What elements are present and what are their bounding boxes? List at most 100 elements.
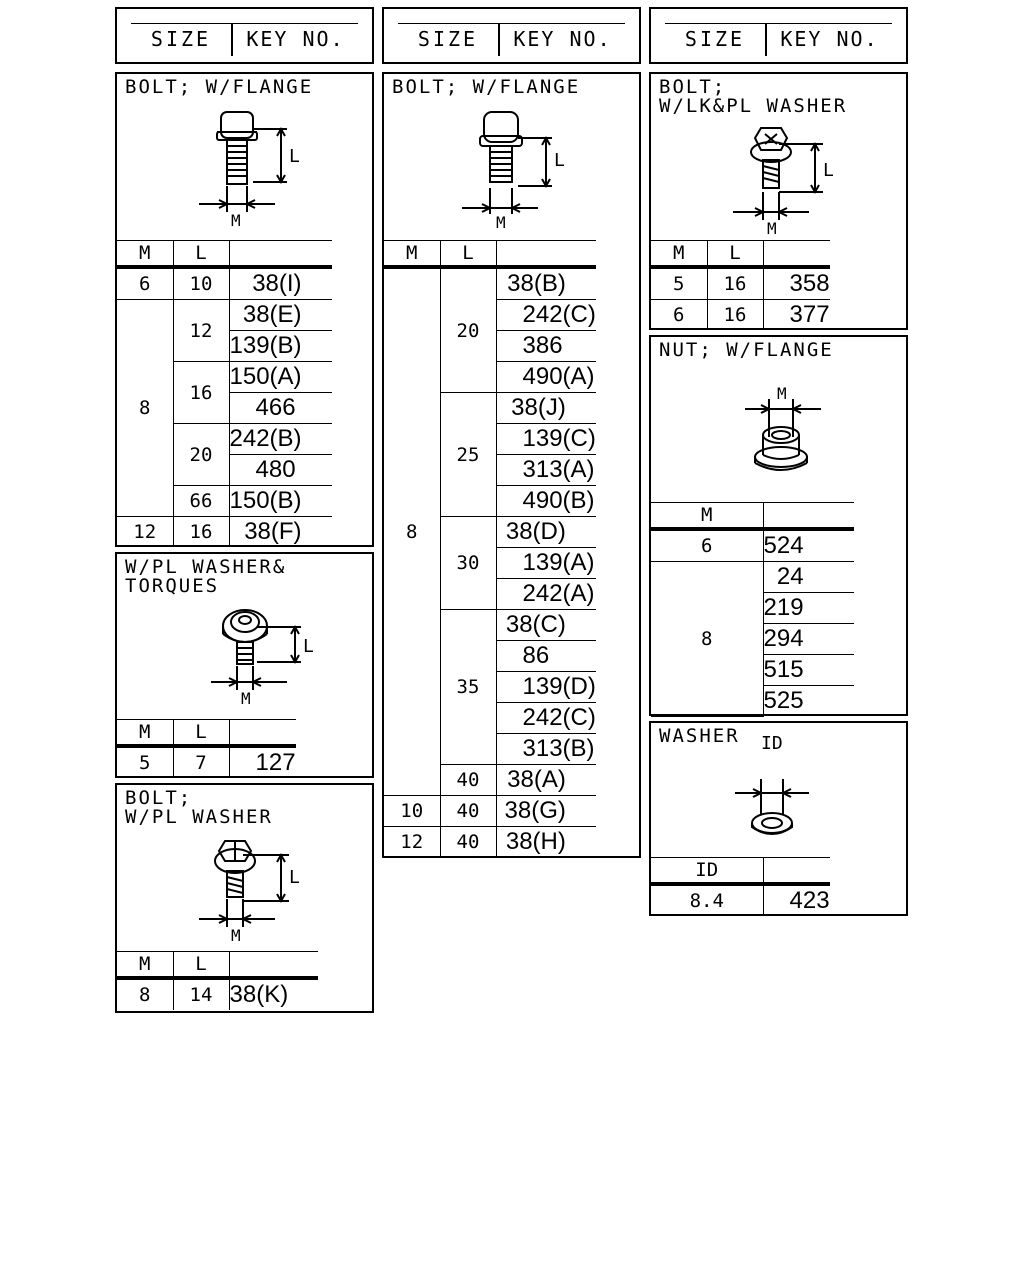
table-header-row: M (651, 502, 854, 531)
table-row: 139(D) (384, 671, 596, 703)
bolt-washer-torques-table: M L 5 7 127 (117, 719, 296, 778)
header-col-3: SIZE KEY NO. (649, 7, 908, 64)
cell-m: 5 (117, 745, 174, 778)
cell-l: 16 (706, 266, 764, 300)
panel-bolt-lk-washer: BOLT; W/LK&PL WASHER L M M L 5 (649, 72, 908, 330)
cell-l: 25 (440, 392, 497, 517)
cell-key: 127 (228, 745, 296, 778)
cell-id: 8.4 (651, 883, 764, 916)
cell-m: 8 (117, 977, 174, 1010)
cell-l: 16 (173, 361, 230, 424)
cell-key: 480 (229, 454, 332, 486)
bolt-lk-washer-table: M L 5 16 358 6 16 377 (651, 240, 830, 330)
table-row: 5 16 358 (651, 266, 830, 300)
table-row: 242(C) (384, 299, 596, 331)
table-row: 139(C) (384, 423, 596, 455)
cell-l: 40 (440, 764, 497, 796)
table-row: 5 7 127 (117, 745, 296, 778)
table-row: 139(A) (384, 547, 596, 579)
table-row: 242(A) (384, 578, 596, 610)
table-row: 40 38(A) (384, 764, 596, 796)
cell-key: 242(B) (228, 423, 332, 455)
hex-washer-bolt-sketch: L M (199, 840, 300, 945)
table-row: 10 40 38(G) (384, 795, 596, 827)
cell-l: 7 (172, 745, 230, 778)
cell-key: 490(B) (496, 485, 596, 517)
col-key-header (228, 951, 319, 980)
cell-key: 466 (229, 392, 332, 424)
cell-l: 16 (706, 299, 764, 330)
washer-table: ID 8.4 423 (651, 857, 830, 916)
col-key-header (228, 240, 332, 269)
table-row: 6 10 38(I) (117, 266, 332, 300)
table-row: 16 150(A) (117, 361, 332, 424)
panel-title: BOLT; W/PL WASHER (125, 787, 273, 828)
size-header: SIZE (131, 24, 233, 56)
size-header: SIZE (665, 24, 767, 56)
table-row: 86 (384, 640, 596, 672)
table-header-row: M L (117, 951, 319, 980)
col-l-header: L (706, 240, 764, 269)
bolt-flange-1-table: M L 6 10 38(I) 8 12 38(E) 139(B) 16 150(… (117, 240, 332, 547)
torx-bolt-sketch: L M (211, 609, 314, 708)
dimension-m-label: M (231, 926, 241, 945)
table-row: 8 12 38(E) (117, 299, 332, 517)
col-id-header: ID (651, 857, 764, 886)
header-col-2: SIZE KEY NO. (382, 7, 641, 64)
col-key-header (495, 240, 596, 269)
table-row: 6 16 377 (651, 299, 830, 330)
cell-l: 40 (439, 795, 497, 827)
table-row: 466 (117, 392, 332, 424)
cell-l: 14 (172, 977, 230, 1010)
cell-key: 139(C) (496, 423, 596, 455)
dimension-l-label: L (823, 160, 834, 181)
cell-m: 5 (651, 266, 708, 300)
col-l-header: L (172, 951, 230, 980)
cell-l: 20 (173, 423, 230, 486)
cell-key: 86 (496, 640, 596, 672)
cell-key: 38(J) (495, 392, 596, 424)
dimension-m-label: M (496, 213, 506, 232)
table-header-row: ID (651, 857, 830, 886)
cell-key: 358 (762, 266, 830, 300)
col-m-header: M (651, 240, 708, 269)
table-row: 525 (651, 685, 854, 716)
dimension-id-label: ID (761, 733, 783, 754)
col-key-header (762, 857, 830, 886)
size-header: SIZE (398, 24, 500, 56)
cell-m: 8 (651, 561, 764, 717)
cell-key: 38(A) (495, 764, 596, 796)
cell-key: 38(D) (495, 516, 596, 548)
table-row: 25 38(J) (384, 392, 596, 517)
cell-key: 150(B) (228, 485, 332, 517)
col-m-header: M (384, 240, 441, 269)
panel-title: BOLT; W/FLANGE (125, 76, 314, 98)
table-row: 8.4 423 (651, 883, 830, 916)
flange-bolt-sketch: L M (462, 111, 565, 232)
washer-sketch: ID (735, 733, 809, 835)
table-row: 35 38(C) (384, 609, 596, 765)
cell-m: 6 (651, 299, 708, 330)
col-m-header: M (117, 719, 174, 748)
header-col-1: SIZE KEY NO. (115, 7, 374, 64)
cell-l: 35 (440, 609, 497, 765)
key-no-header: KEY NO. (246, 27, 345, 51)
table-row: 8 24 (651, 561, 854, 717)
cell-m: 10 (384, 795, 441, 827)
col-l-header: L (172, 240, 230, 269)
col-m-header: M (651, 502, 764, 531)
table-row: 6 524 (651, 528, 854, 562)
table-row: 66 150(B) (117, 485, 332, 517)
dimension-l-label: L (289, 867, 300, 888)
cell-key: 313(A) (496, 454, 596, 486)
table-row: 490(B) (384, 485, 596, 517)
flange-nut-sketch: M (745, 384, 821, 471)
cell-key: 38(H) (495, 826, 596, 857)
cell-key: 38(I) (228, 266, 332, 300)
bolt-flange-2-table: M L 8 20 38(B) 242(C) 386 490(A) 25 38(J… (384, 240, 596, 857)
table-row: 20 242(B) (117, 423, 332, 486)
cell-m: 12 (117, 516, 174, 547)
cell-l: 20 (439, 266, 497, 393)
col-l-header: L (172, 719, 230, 748)
nut-flange-table: M 6 524 8 24 219 294 515 525 (651, 502, 854, 717)
